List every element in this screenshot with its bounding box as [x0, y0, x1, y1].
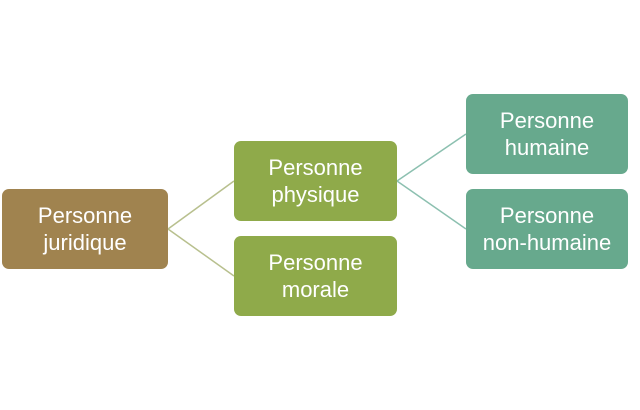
node-personne-morale: Personne morale [234, 236, 397, 316]
node-personne-juridique: Personne juridique [2, 189, 168, 269]
node-label-line2: humaine [504, 135, 590, 160]
node-personne-non-humaine: Personne non-humaine [466, 189, 628, 269]
node-label-line2: juridique [43, 230, 127, 255]
node-personne-humaine: Personne humaine [466, 94, 628, 174]
node-label-line1: Personne [499, 108, 595, 133]
link-juridique-physique [167, 180, 235, 230]
node-label-line1: Personne [268, 250, 363, 275]
node-label-line1: Personne [268, 155, 363, 180]
link-physique-humaine [396, 133, 467, 182]
node-personne-physique: Personne physique [234, 141, 397, 221]
node-label-line2: physique [271, 182, 360, 207]
node-label-line2: morale [281, 277, 350, 302]
node-label-line1: Personne [499, 203, 595, 228]
link-physique-non-humaine [396, 180, 467, 230]
link-juridique-morale [167, 228, 235, 277]
node-label-line1: Personne [37, 203, 133, 228]
node-label-line2: non-humaine [482, 230, 612, 255]
